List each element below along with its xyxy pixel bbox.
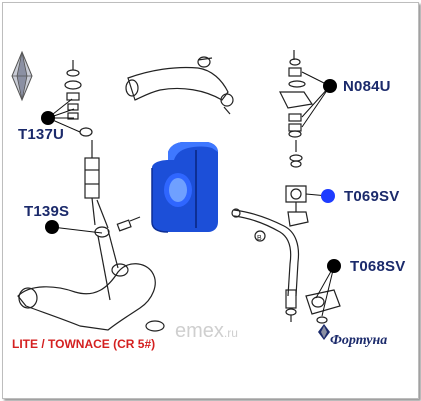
part-label-t139s: T139S xyxy=(24,203,70,220)
part-label-t068sv: T068SV xyxy=(350,258,406,275)
stabilizer-bar xyxy=(231,208,300,297)
part-label-t137u: T137U xyxy=(18,126,65,143)
callout-dot-t139s xyxy=(45,220,59,234)
part-label-t069sv: T069SV xyxy=(344,188,400,205)
part-label-n084u: N084U xyxy=(343,78,391,95)
right-link-top-parts xyxy=(279,50,314,168)
upper-control-arm xyxy=(125,56,234,115)
fortuna-logo-icon xyxy=(318,324,330,340)
diagram-letter-b: B xyxy=(257,235,262,242)
lower-control-arm xyxy=(17,229,165,332)
callout-dot-t137u xyxy=(41,111,55,125)
right-lower-parts xyxy=(285,289,341,324)
watermark: emex.ru xyxy=(175,320,238,342)
brand-name: Фортуна xyxy=(330,333,388,348)
model-caption: LITE / TOWNACE (CR 5#) xyxy=(12,337,156,351)
callout-dot-n084u xyxy=(323,79,337,93)
shock-absorber xyxy=(84,140,110,238)
right-bracket-parts xyxy=(285,185,309,227)
callout-dot-t068sv xyxy=(327,259,341,273)
diamond-logo-icon xyxy=(11,50,33,102)
stabilizer-bushing-image xyxy=(151,142,218,233)
left-strut-top-parts xyxy=(64,60,93,137)
bolt-part xyxy=(116,216,141,232)
callout-dot-t069sv xyxy=(321,189,335,203)
